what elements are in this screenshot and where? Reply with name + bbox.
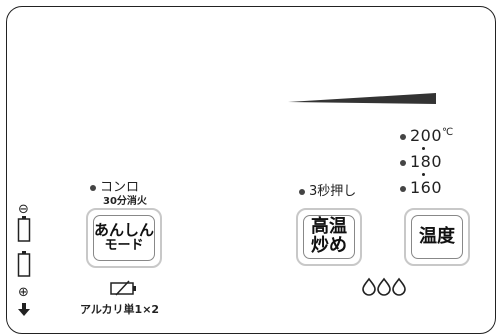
konro-30min-off-label: 30分消火	[103, 196, 147, 207]
hold-3sec-label: 3秒押し	[299, 180, 356, 199]
battery-alkaline-label: アルカリ単1×2	[80, 303, 160, 316]
konro-label: コンロ	[90, 176, 139, 195]
battery-low-icon	[110, 280, 136, 296]
high-heat-stir-fry-button[interactable]: 高温 炒め	[296, 208, 362, 266]
temp-option-180: 180	[400, 154, 442, 170]
heat-level-wedge-icon	[288, 93, 436, 104]
temperature-button[interactable]: 温度	[404, 208, 470, 266]
battery-plus-symbol: ⊕	[18, 285, 29, 300]
arrow-down-icon	[18, 303, 30, 316]
temp-separator-dot	[422, 147, 425, 150]
battery-compartment-icon	[17, 216, 31, 277]
anshin-mode-button[interactable]: あんしん モード	[86, 208, 162, 268]
temp-option-200: 200℃	[400, 128, 454, 144]
flame-icon	[362, 277, 406, 296]
battery-minus-symbol: ⊖	[18, 202, 29, 217]
temp-separator-dot	[422, 173, 425, 176]
temp-option-160: 160	[400, 180, 442, 196]
